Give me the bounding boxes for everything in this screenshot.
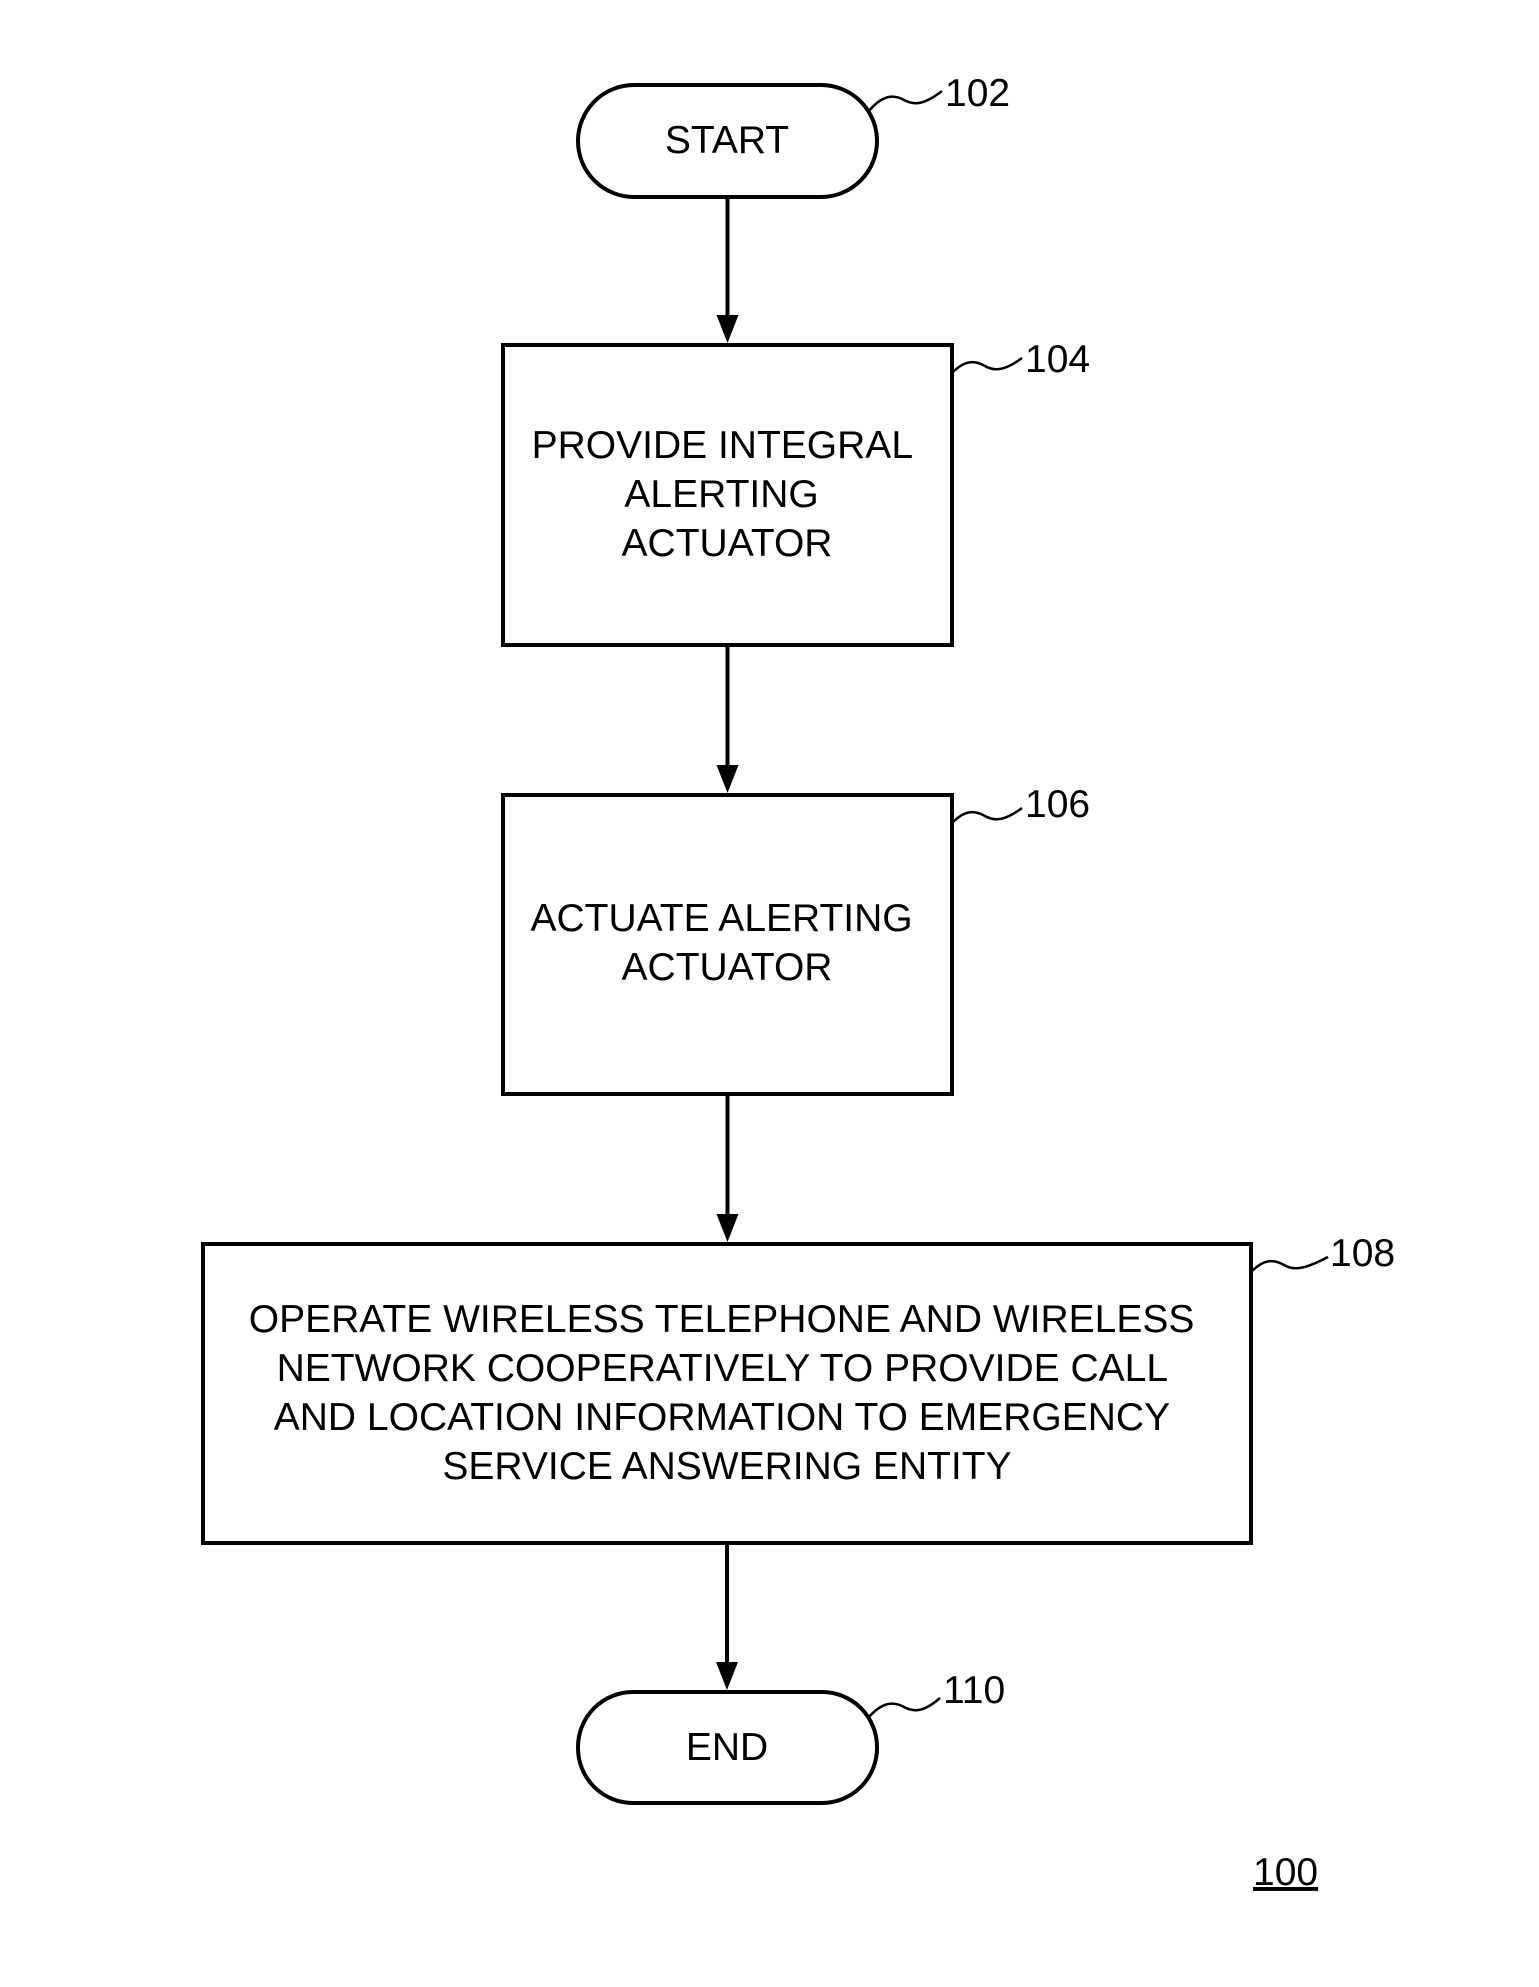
arrowhead-operate-to-end (716, 1662, 738, 1690)
arrowhead-start-to-provide (717, 315, 739, 343)
operate-process-box (203, 1244, 1251, 1543)
node-operate-wireless-telephone: OPERATE WIRELESS TELEPHONE AND WIRELESS … (203, 1232, 1395, 1543)
actuate-label-line: ACTUATE ALERTING (531, 897, 913, 940)
ref-104: 104 (1025, 338, 1090, 381)
node-end: END 110 (578, 1669, 1005, 1803)
actuate-label-line: ACTUATOR (622, 946, 833, 989)
actuate-process-box (503, 795, 952, 1094)
node-start: START 102 (578, 72, 1010, 197)
ref-102: 102 (945, 72, 1010, 115)
ref-110: 110 (943, 1669, 1005, 1712)
operate-label-line: NETWORK COOPERATIVELY TO PROVIDE CALL (277, 1347, 1168, 1390)
operate-label-line: AND LOCATION INFORMATION TO EMERGENCY (274, 1396, 1170, 1439)
figure-reference-100: 100 (1253, 1851, 1318, 1894)
ref-108: 108 (1330, 1232, 1395, 1275)
arrowhead-provide-to-actuate (717, 765, 739, 793)
node-provide-integral-alerting-actuator: PROVIDE INTEGRAL ALERTING ACTUATOR 104 (503, 338, 1090, 645)
end-label: END (686, 1726, 768, 1769)
ref-106: 106 (1025, 783, 1090, 826)
provide-label-line: ALERTING (624, 473, 818, 516)
node-actuate-alerting-actuator: ACTUATE ALERTING ACTUATOR 106 (503, 783, 1090, 1094)
ref-110-leader (868, 1698, 940, 1718)
end-label-line: END (686, 1726, 768, 1769)
ref-108-leader (1252, 1257, 1328, 1271)
ref-104-leader (953, 358, 1022, 372)
provide-label-line: ACTUATOR (622, 522, 833, 565)
ref-106-leader (953, 808, 1022, 822)
operate-label-line: OPERATE WIRELESS TELEPHONE AND WIRELESS (249, 1298, 1195, 1341)
operate-label-line: SERVICE ANSWERING ENTITY (442, 1445, 1011, 1488)
provide-label-line: PROVIDE INTEGRAL (532, 424, 913, 467)
start-label-line: START (665, 119, 789, 162)
ref-102-leader (868, 91, 942, 112)
start-label: START (665, 119, 789, 162)
arrowhead-actuate-to-operate (717, 1214, 739, 1242)
